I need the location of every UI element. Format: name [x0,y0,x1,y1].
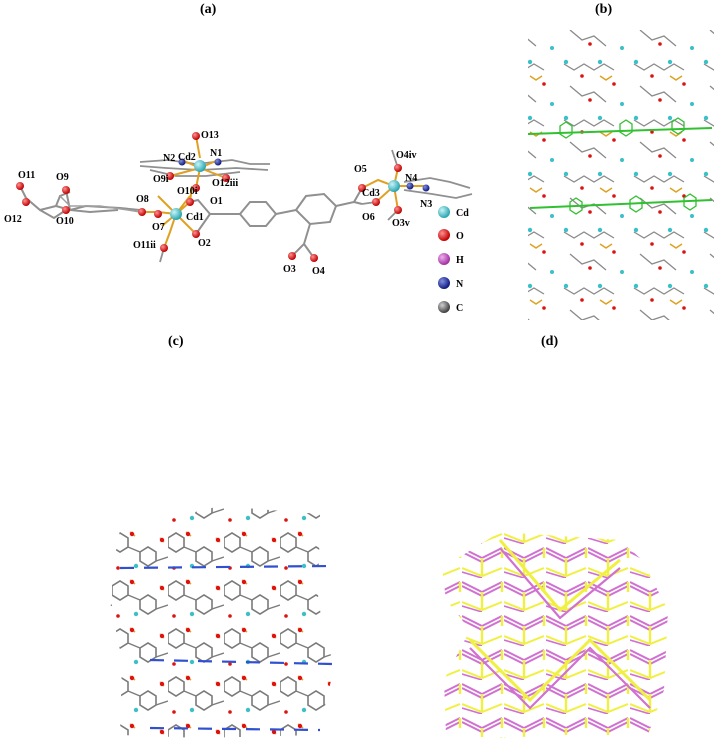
label-N4: N4 [405,173,417,184]
label-O3: O3 [283,264,296,275]
atom-O3 [288,252,296,260]
panel-d-topology-net [442,532,668,738]
label-O9i: O9i [153,174,169,185]
atom-N2 [178,158,186,166]
label-Cd1: Cd1 [186,212,204,223]
panel-b-layer-network [527,30,714,320]
atom-O9i [166,172,174,180]
atom-O12 [22,198,30,206]
atom-O11 [16,182,24,190]
atom-O3v [394,206,402,214]
label-O13: O13 [201,130,219,141]
label-O5: O5 [354,164,367,175]
label-O10: O10 [56,216,74,227]
panel-c-packing-network [108,506,334,738]
legend-label-n: N [456,279,464,290]
legend-swatch-n [438,277,450,289]
atom-O4 [310,254,318,262]
panel-label-d: (d) [541,334,559,349]
label-N2: N2 [163,153,175,164]
label-O11: O11 [18,170,35,181]
legend-label-c: C [456,303,463,314]
atom-O1 [186,198,194,206]
panel-label-a: (a) [200,2,217,17]
label-O1: O1 [210,196,223,207]
atom-N4 [406,182,414,190]
label-O6: O6 [362,212,375,223]
atom-O13 [192,132,200,140]
atom-legend: Cd O H N C [438,206,469,314]
label-O4: O4 [312,266,325,277]
label-O3v: O3v [392,218,410,229]
label-O9: O9 [56,172,69,183]
legend-label-h: H [456,255,464,266]
atom-O10 [62,206,70,214]
label-O8: O8 [136,194,149,205]
label-O10i: O10i [177,186,198,197]
legend-swatch-h [438,253,450,265]
legend-swatch-c [438,301,450,313]
atom-O8 [138,208,146,216]
atom-O6 [372,198,380,206]
panel-a-structure: O13 Cd2 N2 N1 O9i O10i O12iii O11 O9 O12… [4,130,473,277]
atom-Cd1 [170,208,182,220]
label-O7: O7 [152,222,165,233]
atom-O7 [154,210,162,218]
atom-Cd3 [388,180,400,192]
label-O4iv: O4iv [396,150,417,161]
label-Cd3: Cd3 [362,188,380,199]
panel-label-c: (c) [168,334,184,349]
legend-swatch-o [438,229,450,241]
atom-N1 [214,158,222,166]
label-O12iii: O12iii [212,178,238,189]
label-N1: N1 [210,148,222,159]
atom-O11ii [160,244,168,252]
atom-N3 [422,184,430,192]
atom-O5 [358,184,366,192]
atom-O12iii [222,174,230,182]
label-Cd2: Cd2 [178,152,196,163]
atom-Cd2 [194,160,206,172]
label-O11ii: O11ii [133,240,156,251]
atom-O10i [192,184,200,192]
legend-label-cd: Cd [456,208,469,219]
atom-O9 [62,186,70,194]
panel-label-b: (b) [595,2,613,17]
legend-swatch-cd [438,206,450,218]
label-O12: O12 [4,214,22,225]
atom-O4iv [394,164,402,172]
legend-label-o: O [456,231,464,242]
label-O2: O2 [198,238,211,249]
label-N3: N3 [420,199,432,210]
atom-O2 [192,230,200,238]
